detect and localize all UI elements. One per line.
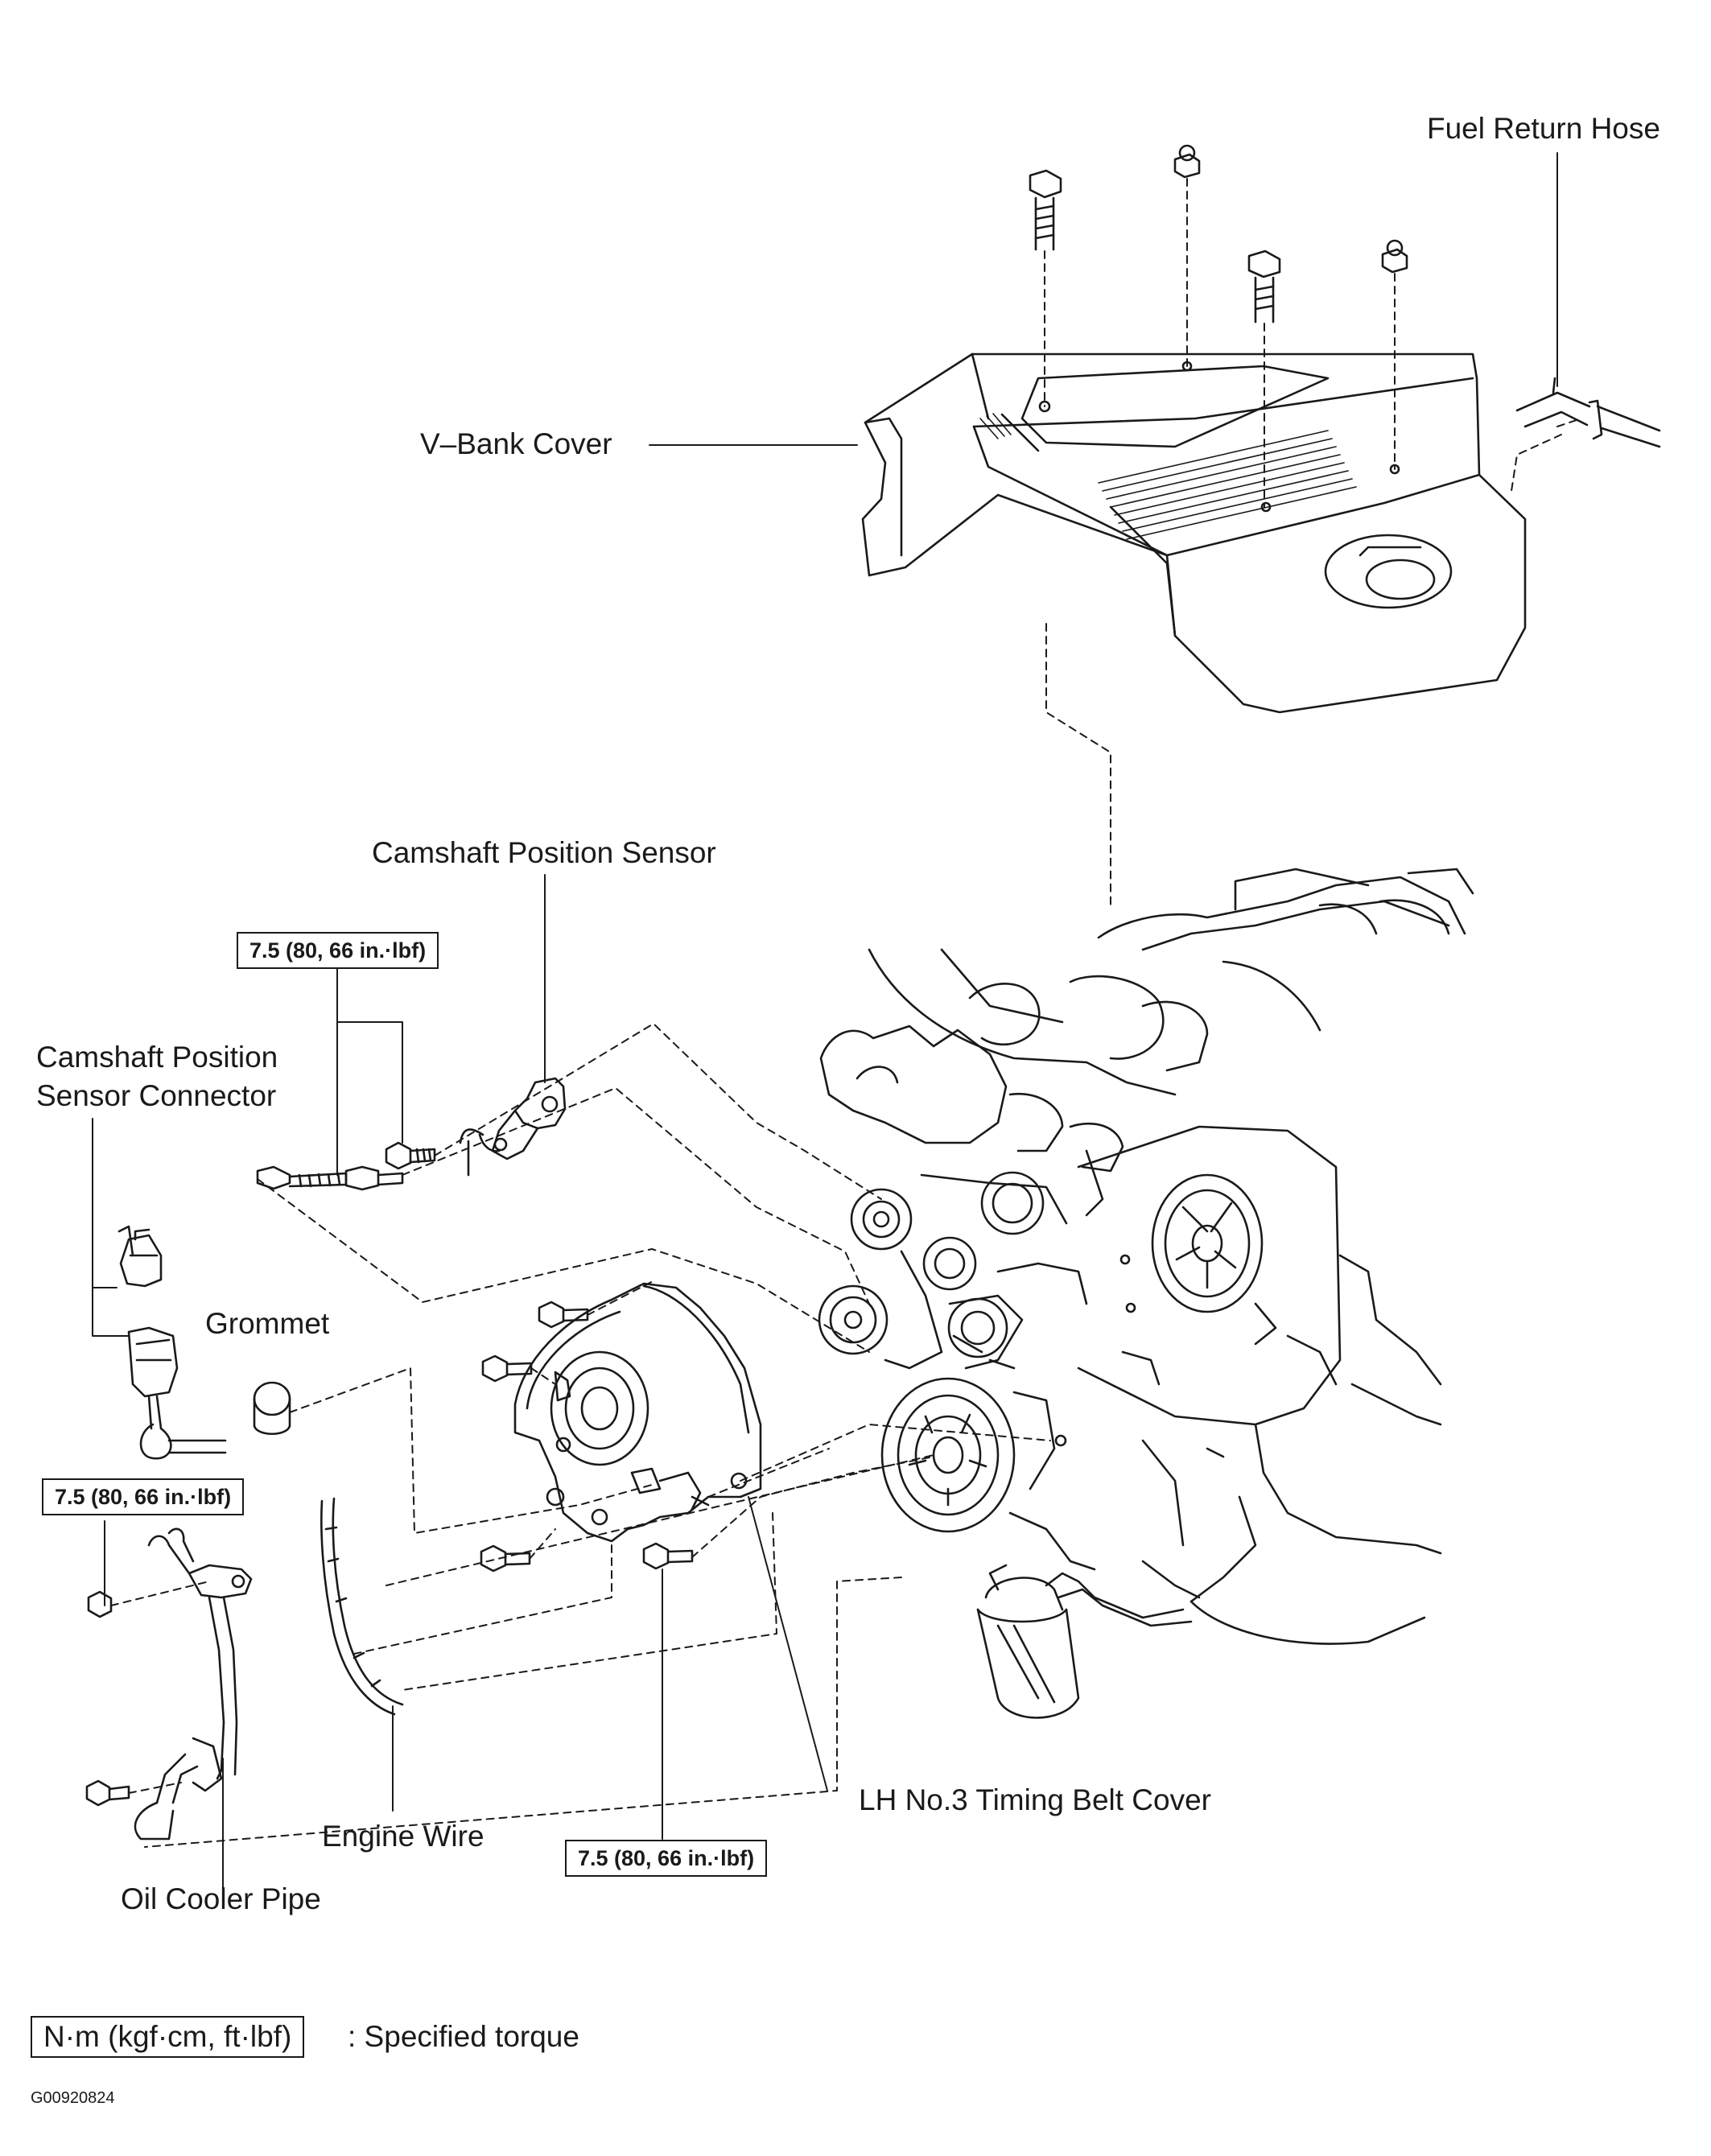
camshaft-position-sensor-connector-label-line1: Camshaft Position xyxy=(36,1041,278,1074)
figure-code: G00920824 xyxy=(31,2089,115,2107)
oil-cooler-pipe-label: Oil Cooler Pipe xyxy=(121,1882,321,1915)
grommet-illustration xyxy=(253,1381,291,1436)
oil-cooler-pipe-illustration xyxy=(85,1527,253,1841)
engine-wire-illustration xyxy=(320,1497,404,1716)
v-bank-cover-label: V–Bank Cover xyxy=(420,427,612,460)
fuel-return-hose-label: Fuel Return Hose xyxy=(1427,112,1660,145)
engine-illustration xyxy=(818,868,1474,1719)
sensor-connector-illustration xyxy=(118,1225,227,1460)
camshaft-position-sensor-label: Camshaft Position Sensor xyxy=(372,836,716,869)
legend-unit-box: N·m (kgf·cm, ft·lbf) xyxy=(31,2016,305,2058)
torque-spec-oil-cooler-bolt: 7.5 (80, 66 in.·lbf) xyxy=(42,1478,245,1515)
camshaft-position-sensor-illustration xyxy=(256,1077,567,1191)
camshaft-position-sensor-connector-label-line2: Sensor Connector xyxy=(36,1079,277,1112)
fuel-return-hose-illustration xyxy=(1515,377,1661,448)
grommet-label: Grommet xyxy=(205,1307,330,1340)
v-bank-cover-illustration xyxy=(861,352,1527,714)
engine-wire-label: Engine Wire xyxy=(322,1820,484,1853)
timing-belt-cover-illustration xyxy=(513,1282,762,1543)
torque-spec-camshaft-bolt: 7.5 (80, 66 in.·lbf) xyxy=(237,932,439,969)
cover-bolts-illustration xyxy=(1029,144,1408,324)
lh-no3-timing-belt-cover-label: LH No.3 Timing Belt Cover xyxy=(859,1783,1212,1816)
torque-spec-timing-cover-bolt: 7.5 (80, 66 in.·lbf) xyxy=(565,1840,768,1877)
timing-cover-bolts-illustration xyxy=(480,1301,694,1573)
legend-description: : Specified torque xyxy=(348,2020,579,2053)
